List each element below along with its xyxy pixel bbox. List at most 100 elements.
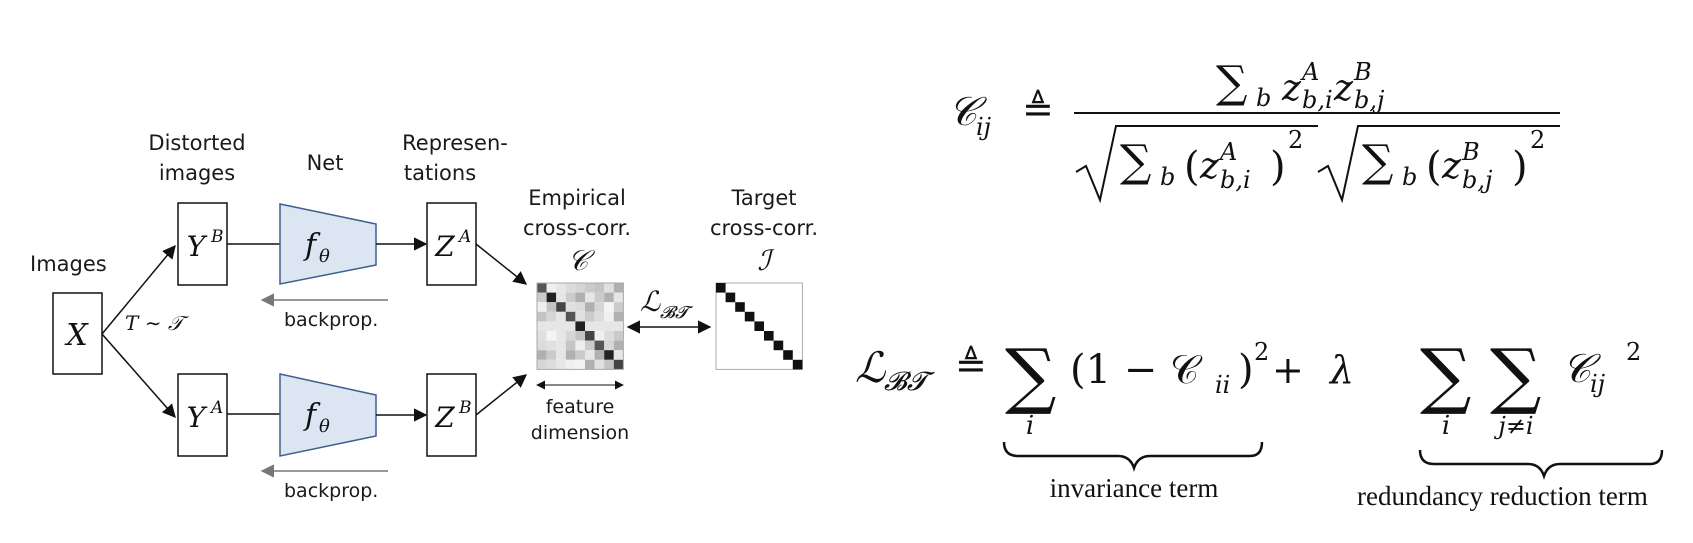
inv-term: (1 − 𝒞: [1070, 347, 1203, 393]
empirical-matrix-cell: [604, 340, 614, 351]
den1-close-paren: ): [1270, 144, 1286, 190]
empirical-matrix-cell: [556, 350, 566, 360]
num-z1: z: [1281, 68, 1302, 109]
red-c-sub: ij: [1590, 370, 1606, 398]
empirical-matrix-cell: [565, 311, 576, 322]
zb-to-matrix-arrow: [475, 374, 528, 416]
den1-z-sub: b,i: [1220, 166, 1251, 194]
num-z2-sup: B: [1353, 58, 1372, 86]
transform-label: T ∼ 𝒯: [125, 311, 190, 335]
empirical-matrix-cell: [537, 302, 547, 312]
loss-defeq: ≜: [955, 343, 987, 387]
loss-lambda: λ: [1328, 348, 1354, 392]
empirical-cross-corr-matrix: [536, 282, 624, 370]
x-node-label: X: [64, 318, 89, 353]
empirical-matrix-cell: [546, 292, 557, 303]
loss-plus: +: [1272, 348, 1304, 392]
empirical-matrix-cell: [613, 302, 624, 312]
empirical-matrix-cell: [556, 292, 566, 303]
empirical-matrix-cell: [613, 311, 624, 322]
empirical-matrix-cell: [585, 302, 595, 312]
num-z2-sub: b,j: [1354, 86, 1385, 114]
empirical-matrix-cell: [585, 331, 595, 341]
yb-node-label: Y: [187, 230, 208, 263]
empirical-matrix-cell: [537, 331, 547, 341]
target-matrix-diag-cell: [764, 331, 774, 341]
inv-sum-idx: i: [1026, 411, 1034, 441]
empirical-matrix-cell: [594, 350, 605, 360]
i-symbol: ℐ: [757, 244, 775, 277]
empirical-matrix-cell: [556, 302, 566, 312]
red-c-square: 2: [1626, 338, 1641, 366]
empirical-matrix-cell: [594, 292, 605, 303]
empirical-matrix-cell: [604, 302, 614, 312]
empirical-matrix-cell: [604, 321, 614, 331]
branch-arrow-lower: [101, 333, 176, 419]
empirical-matrix-cell: [537, 283, 547, 293]
empirical-matrix-cell: [565, 350, 576, 360]
empirical-matrix-cell: [585, 292, 595, 303]
zb-node-label: Z: [434, 401, 455, 434]
empirical-matrix-cell: [613, 350, 624, 360]
den2-sum: ∑: [1362, 136, 1393, 187]
den2-close-paren: ): [1512, 144, 1528, 190]
target-matrix-diag-cell: [792, 359, 803, 370]
empirical-matrix-cell: [556, 321, 566, 331]
target-matrix-diag-cell: [716, 283, 726, 293]
empirical-matrix-cell: [546, 283, 557, 293]
empirical-matrix-cell: [575, 311, 585, 322]
inv-term-sub: ii: [1215, 371, 1230, 399]
den1-sum: ∑: [1120, 136, 1151, 187]
empirical-matrix-cell: [546, 321, 557, 331]
empirical-matrix-cell: [594, 321, 605, 331]
empirical-matrix-cell: [565, 283, 576, 293]
empirical-matrix-cell: [546, 311, 557, 322]
branch-arrow-upper: [101, 244, 176, 335]
loss-lhs-sub: 𝓑𝓣: [884, 367, 935, 397]
empirical-matrix-cell: [575, 302, 585, 312]
den1-sum-sub: b: [1160, 163, 1175, 191]
c-symbol: 𝒞: [568, 244, 596, 277]
empirical-matrix-cell: [575, 321, 585, 331]
empirical-matrix-cell: [575, 292, 585, 303]
den2-z-sup: B: [1461, 138, 1480, 166]
zb-node-sup: B: [458, 398, 472, 418]
distorted-label-line1: Distorted: [148, 131, 245, 155]
net-lower: [279, 373, 377, 457]
target-matrix-diag-cell: [744, 311, 755, 322]
den2-z: z: [1441, 146, 1462, 187]
empirical-matrix-cell: [604, 292, 614, 303]
empirical-matrix-cell: [585, 311, 595, 322]
den2-sum-sub: b: [1402, 163, 1417, 191]
den1-square: 2: [1288, 126, 1303, 154]
den1-open-paren: (: [1184, 144, 1200, 190]
empirical-matrix-cell: [585, 283, 595, 293]
empirical-matrix-cell: [613, 292, 624, 303]
num-sum-sub: b: [1256, 84, 1271, 112]
empirical-matrix-cell: [613, 359, 624, 370]
target-matrix-diag-cell: [754, 321, 764, 331]
cross-correlation-equation: 𝒞 ij ≜ ∑ b z A b,i z B b,j ∑ b ( z A b,i…: [948, 57, 1560, 204]
zb-node: [426, 373, 477, 457]
empirical-matrix-cell: [575, 350, 585, 360]
empirical-matrix-cell: [585, 340, 595, 351]
target-matrix-diag-cell: [735, 302, 745, 312]
empirical-matrix-cell: [537, 292, 547, 303]
target-matrix-diag-cell: [783, 350, 793, 360]
sqrt-sign-2: [1317, 125, 1560, 204]
net-lower-sub: θ: [319, 416, 330, 437]
empirical-label-line1: Empirical: [528, 186, 626, 210]
empirical-matrix-cell: [594, 359, 605, 370]
feature-label-line2: dimension: [531, 422, 629, 444]
empirical-matrix-cell: [604, 331, 614, 341]
yb-node: [177, 202, 228, 286]
num-z1-sup: A: [1300, 58, 1319, 86]
empirical-matrix-cell: [546, 302, 557, 312]
za-to-matrix-arrow: [475, 243, 528, 285]
empirical-matrix-cell: [604, 283, 614, 293]
empirical-matrix-cell: [565, 321, 576, 331]
num-z1-sub: b,i: [1302, 86, 1333, 114]
empirical-matrix-cell: [546, 340, 557, 351]
ya-node-sup: A: [209, 398, 223, 418]
